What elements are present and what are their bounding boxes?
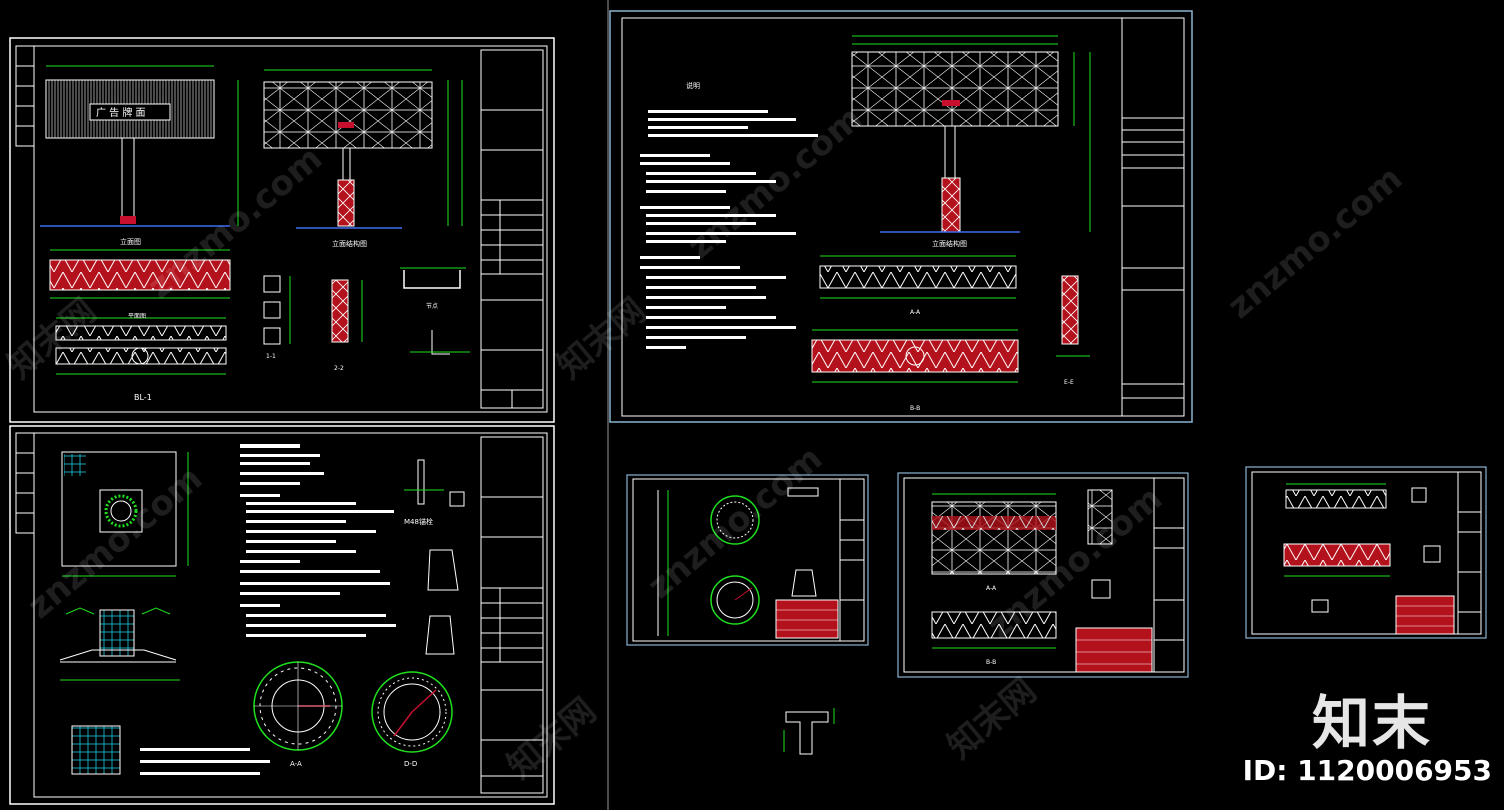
watermark-text: znzmo.com xyxy=(20,458,210,626)
structure-title-sheet3: 立面结构图 xyxy=(932,239,967,248)
plan-title: 平面图 xyxy=(128,313,146,320)
sheet-1-billboard-elevation xyxy=(9,37,555,423)
section-d-d-label: D-D xyxy=(404,760,417,768)
watermark-cn-text: 知末网 xyxy=(550,291,654,387)
watermark-text: znzmo.com xyxy=(140,138,330,306)
section-label-1-1: 1-1 xyxy=(266,353,276,360)
billboard-elevation xyxy=(40,65,239,227)
section-b-b-sheet3: B-B xyxy=(910,405,920,412)
detail-label: 节点 xyxy=(426,302,438,310)
sheet-6-truss-detail xyxy=(1245,466,1487,639)
section-e-e-sheet3: E-E xyxy=(1064,379,1074,386)
anchor-title: M48锚栓 xyxy=(404,517,433,526)
watermark-cn-text: 知末网 xyxy=(940,671,1044,767)
sheet-3-structure-detail xyxy=(609,10,1193,423)
notes-title: 说明 xyxy=(686,81,700,90)
section-a-a-sheet3: A-A xyxy=(910,309,921,316)
structure-elevation xyxy=(263,69,463,229)
section-a-a-sheet5: A-A xyxy=(986,585,997,592)
title-block-1 xyxy=(480,49,544,409)
brand-logo: 知末 xyxy=(1311,689,1432,757)
section-a-a-label: A-A xyxy=(290,760,302,768)
watermark-cn-text: 知末网 xyxy=(500,691,604,787)
structure-title: 立面结构图 xyxy=(332,239,367,248)
billboard-face-label: 广 告 牌 面 xyxy=(96,106,146,119)
watermark-text: znzmo.com xyxy=(1220,158,1410,326)
loose-detail xyxy=(783,708,835,755)
bl-title: BL-1 xyxy=(134,393,152,402)
section-a-a-circle xyxy=(253,661,343,751)
sheet-2-foundation xyxy=(9,425,555,805)
notes-lines-sheet2 xyxy=(140,444,396,775)
watermarks: znzmo.com znzmo.com znzmo.com znzmo.com … xyxy=(0,98,1410,786)
section-b-b-sheet5: B-B xyxy=(986,659,996,666)
sheet-5-frame-detail xyxy=(897,472,1189,678)
section-label-2-2: 2-2 xyxy=(334,365,344,372)
asset-id-label: ID: 1120006953 xyxy=(1242,754,1492,787)
section-d-d-circle xyxy=(371,671,453,753)
elevation-title: 立面图 xyxy=(120,237,141,246)
sheet-4-column-sections xyxy=(626,474,869,646)
title-block-2 xyxy=(480,436,544,794)
title-block-3 xyxy=(1121,17,1185,417)
notes-lines-sheet3 xyxy=(640,110,818,349)
